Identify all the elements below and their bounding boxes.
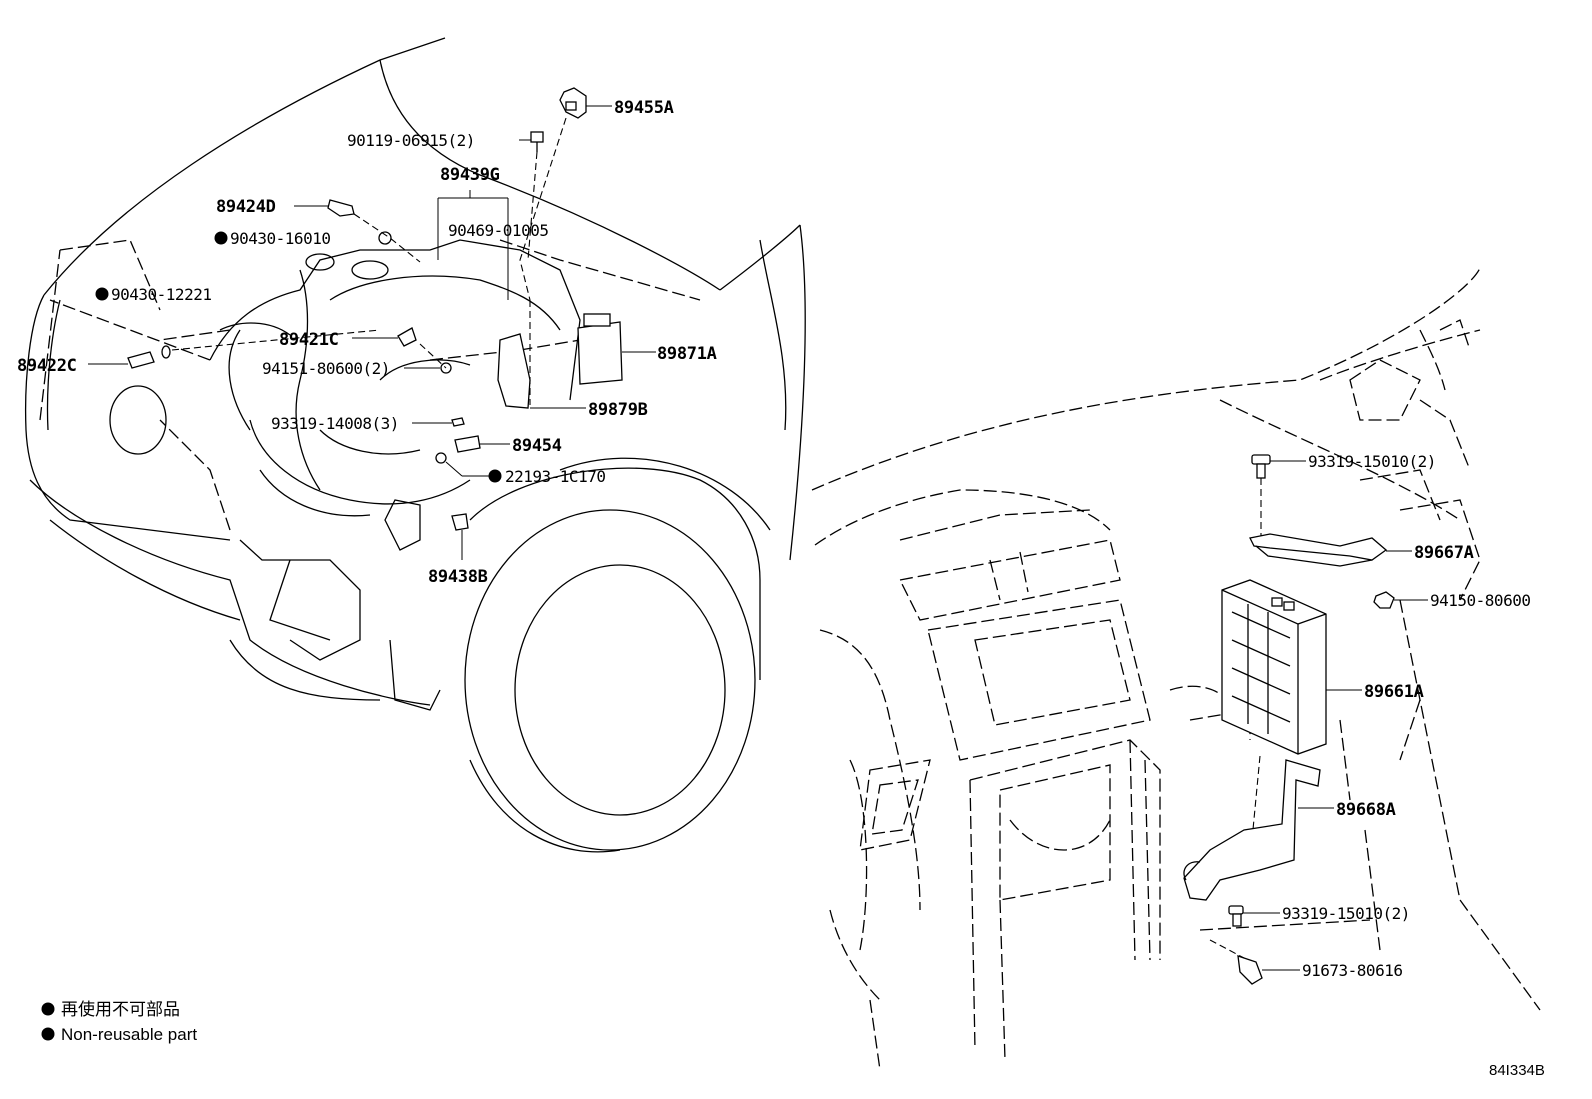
legend-japanese: 再使用不可部品 [61, 999, 180, 1019]
non-reusable-marker-icon [41, 1027, 55, 1041]
part-label-89438B: 89438B [428, 567, 488, 587]
legend-english: Non-reusable part [61, 1025, 197, 1044]
right-parts [1183, 454, 1428, 985]
instrument-panel-illustration [811, 267, 1541, 1071]
part-label-90469-01005: 90469-01005 [448, 221, 548, 240]
part-label-89661A: 89661A [1364, 682, 1424, 702]
part-label-90430-16010: 90430-16010 [230, 229, 330, 248]
non-reusable-marker-icon [488, 469, 502, 483]
part-label-93319-15010-bottom: 93319-15010(2) [1282, 904, 1410, 923]
part-label-89879B: 89879B [588, 400, 648, 420]
non-reusable-marker-icon [41, 1002, 55, 1016]
part-label-91673-80616: 91673-80616 [1302, 961, 1402, 980]
part-label-89422C: 89422C [17, 356, 77, 376]
drawing-code: 84I334B [1489, 1062, 1545, 1079]
left-parts [88, 87, 656, 560]
part-label-94150-80600: 94150-80600 [1430, 591, 1530, 610]
part-label-89439G: 89439G [440, 165, 500, 185]
part-label-93319-14008: 93319-14008(3) [271, 414, 399, 433]
legend: 再使用不可部品 Non-reusable part [41, 999, 197, 1044]
non-reusable-marker-icon [95, 287, 109, 301]
part-label-90119-06915: 90119-06915(2) [347, 131, 475, 150]
part-label-93319-15010-top: 93319-15010(2) [1308, 452, 1436, 471]
part-label-89668A: 89668A [1336, 800, 1396, 820]
part-label-89454: 89454 [512, 436, 562, 456]
part-label-90430-12221: 90430-12221 [111, 285, 211, 304]
part-label-94151-80600: 94151-80600(2) [262, 359, 390, 378]
part-label-89424D: 89424D [216, 197, 276, 217]
part-label-89871A: 89871A [657, 344, 717, 364]
non-reusable-marker-icon [214, 231, 228, 245]
part-label-89667A: 89667A [1414, 543, 1474, 563]
part-label-89421C: 89421C [279, 330, 339, 350]
right-labels: 93319-15010(2) 89667A 94150-80600 89661A… [1282, 452, 1531, 980]
part-label-89455A: 89455A [614, 98, 674, 118]
left-labels: 89455A 90119-06915(2) 89439G 89424D 9043… [17, 98, 717, 587]
vehicle-front-illustration [25, 37, 806, 853]
part-label-22193-1C170: 22193-1C170 [505, 467, 605, 486]
